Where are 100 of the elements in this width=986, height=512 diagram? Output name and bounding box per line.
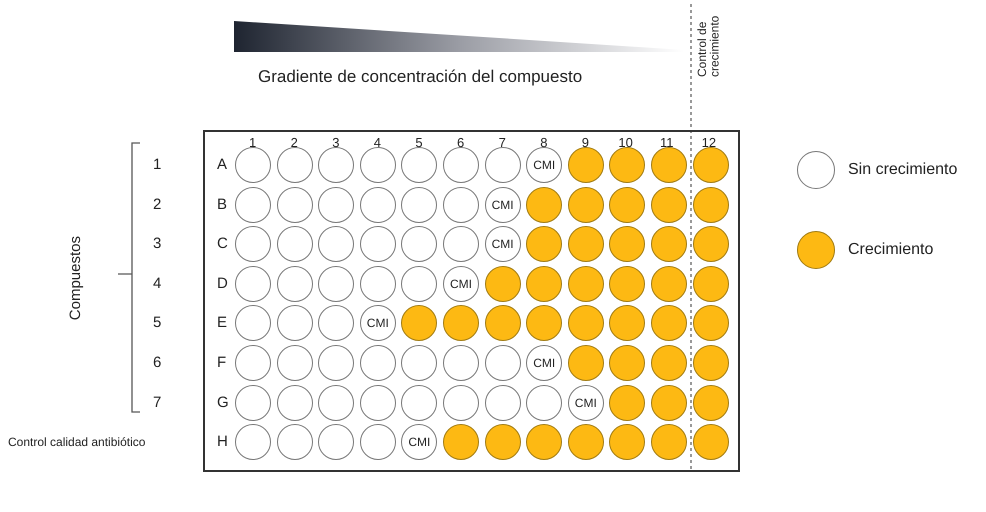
compound-number: 4 (153, 276, 162, 291)
well (401, 305, 438, 342)
column-number: 5 (415, 136, 423, 149)
well (360, 345, 396, 381)
row-letter: F (217, 355, 226, 370)
legend-label: Sin crecimiento (848, 162, 958, 178)
compound-number: 5 (153, 315, 162, 330)
well (568, 147, 604, 183)
well (484, 345, 521, 381)
well (235, 345, 271, 381)
well (484, 384, 521, 421)
compound-number: 6 (153, 355, 162, 370)
well (443, 345, 479, 381)
well (568, 424, 604, 460)
well (235, 384, 271, 421)
well (360, 424, 396, 460)
well (484, 147, 521, 183)
row-letter: E (217, 315, 228, 330)
row-label: Control calidad antibiótico (8, 436, 146, 448)
column-number: 4 (374, 136, 382, 149)
well (692, 345, 729, 381)
well (651, 147, 687, 183)
axis-title: Compuestos (68, 236, 83, 320)
axis-title: Gradiente de concentración del compuesto (258, 68, 582, 85)
column-number: 6 (457, 136, 464, 149)
well (443, 424, 479, 460)
row-letter: G (217, 394, 229, 410)
well (609, 147, 646, 183)
column-number: 10 (618, 136, 633, 149)
well (401, 266, 438, 302)
well (401, 147, 438, 183)
well (443, 147, 479, 183)
well (318, 147, 354, 183)
well: CMI (526, 345, 562, 381)
well (276, 147, 313, 183)
well (235, 226, 271, 262)
well (651, 345, 687, 381)
well (235, 424, 271, 460)
well (318, 345, 354, 381)
well (526, 186, 562, 223)
well (651, 266, 687, 302)
compound-number: 3 (153, 236, 162, 252)
well (276, 266, 313, 302)
well (235, 186, 271, 223)
well (318, 266, 354, 302)
compound-number: 2 (153, 196, 162, 212)
column-number: 9 (582, 136, 590, 149)
well (568, 186, 604, 223)
well (526, 226, 562, 262)
well (609, 424, 646, 460)
well (692, 147, 729, 183)
well (360, 147, 396, 183)
well (276, 305, 313, 342)
well (692, 384, 729, 421)
well (568, 266, 604, 302)
legend-label: Crecimiento (848, 242, 934, 258)
well (609, 384, 646, 421)
row-letter: C (217, 236, 228, 252)
well (568, 226, 604, 262)
well (443, 226, 479, 262)
well (526, 424, 562, 460)
well (526, 305, 562, 342)
well (401, 226, 438, 262)
well (235, 147, 271, 183)
well (568, 305, 604, 342)
well (276, 186, 313, 223)
well (360, 186, 396, 223)
column-heading: Control de crecimiento (696, 14, 722, 77)
well (276, 424, 313, 460)
well (609, 305, 646, 342)
well (484, 305, 521, 342)
well (318, 384, 354, 421)
well: CMI (484, 186, 521, 223)
well (443, 186, 479, 223)
well (651, 186, 687, 223)
well: CMI (443, 266, 479, 302)
compound-number: 1 (153, 157, 162, 172)
well (443, 384, 479, 421)
well (484, 424, 521, 460)
well (651, 384, 687, 421)
well (692, 186, 729, 223)
well (401, 345, 438, 381)
well (526, 384, 562, 421)
well (235, 266, 271, 302)
well (360, 384, 396, 421)
row-letter: A (217, 157, 228, 172)
well (651, 424, 687, 460)
column-number: 7 (498, 136, 506, 149)
row-letter: D (217, 276, 228, 291)
well (401, 186, 438, 223)
well: CMI (568, 384, 604, 421)
column-number: 2 (290, 136, 298, 149)
well (609, 186, 646, 223)
well (318, 305, 354, 342)
well: CMI (360, 305, 396, 342)
well (692, 305, 729, 342)
well (276, 384, 313, 421)
well (276, 226, 313, 262)
well (609, 226, 646, 262)
well (235, 305, 271, 342)
